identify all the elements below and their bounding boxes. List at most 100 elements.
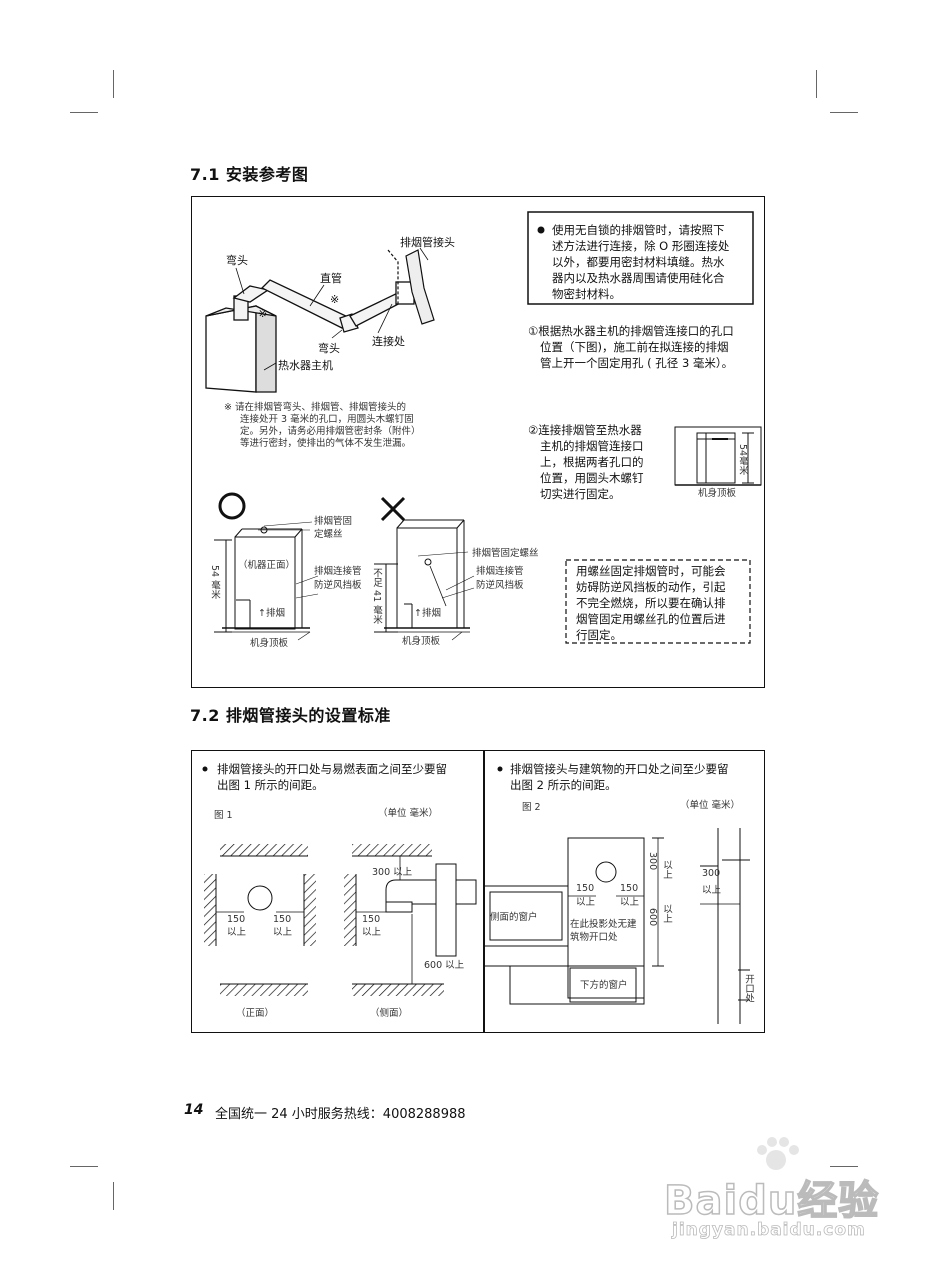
step2-line: 主机的排烟管连接口 (540, 439, 644, 453)
fig2-above: 以上 (702, 885, 722, 896)
crop-mark (830, 1166, 858, 1167)
label-heater-main: 热水器主机 (278, 359, 333, 372)
step2-line: 切实进行固定。 (540, 487, 621, 501)
asterisk-note-line: 定。另外，请务必用排烟管密封条（附件） (240, 426, 421, 437)
good-exhaust-label: ↑排烟 (258, 608, 285, 619)
crop-mark (816, 70, 817, 98)
fig2-above-vertical: 以上 (661, 904, 672, 923)
step1-line: 位置（下图)，施工前在拟连接的排烟 (540, 340, 729, 354)
asterisk-note-line: ※ 请在排烟管弯头、排烟管、排烟管接头的 (224, 402, 406, 413)
notice-box-line: 以外，都要用密封材料填缝。热水 (552, 255, 725, 269)
notice-box-border (527, 211, 754, 305)
warn-box-line: 行固定。 (576, 628, 622, 642)
asterisk-note-line: 等进行密封，使排出的气体不发生泄漏。 (240, 438, 412, 449)
hotline: 全国统一 24 小时服务热线：4008288988 (215, 1107, 466, 1122)
label-straight-pipe: 直管 (320, 272, 342, 285)
step2-line: ②连接排烟管至热水器 (528, 423, 642, 437)
good-front-label: （机器正面） (238, 560, 296, 571)
mark-asterisk: ※ (258, 307, 268, 320)
heater-unit (205, 304, 277, 393)
mark-asterisk: ※ (330, 293, 340, 306)
bad-dimension: 不足 41 毫米 (371, 568, 382, 625)
step2-line: 上，根据两者孔口的 (540, 455, 644, 469)
good-screw-label: 排烟管固 (314, 516, 353, 527)
fig2-caption: 图 2 (522, 802, 541, 813)
notice-box-line: 述方法进行连接，除 O 形圈连接处 (552, 239, 730, 253)
fig2-d300: 300 (702, 868, 721, 879)
step1-line: 管上开一个固定用孔 ( 孔径 3 毫米）。 (540, 356, 734, 370)
label-elbow-top: 弯头 (226, 254, 248, 267)
fig1-side-view (344, 844, 477, 996)
fig2-d600-vertical: 600 (647, 908, 658, 927)
fig2-side-window: 侧面的窗户 (490, 912, 538, 923)
fig2-no-opening: 在此投影处无建 (570, 919, 637, 930)
small-fig-base-label: 机身顶板 (698, 488, 737, 499)
warn-box-line: 用螺丝固定排烟管时，可能会 (576, 564, 726, 578)
s72-right-bullet: 排烟管接头与建筑物的开口处之间至少要留 (510, 762, 729, 776)
fig2-d150-left: 150 (576, 883, 595, 894)
fig2-above-right: 以上 (620, 897, 640, 908)
fig1-caption: 图 1 (214, 810, 233, 821)
fig1-above-left: 以上 (227, 927, 247, 938)
fig2-building-elevation (483, 828, 750, 1024)
correct-mount-figure (214, 492, 319, 641)
step2-line: 位置，用圆头木螺钉 (540, 471, 644, 485)
good-dimension: 54 毫米 (209, 565, 220, 600)
notice-box-line: 物密封材料。 (552, 287, 621, 301)
bad-exhaust-label: ↑排烟 (414, 608, 441, 619)
fig1-d300: 300 以上 (372, 867, 413, 878)
flue-pipes (232, 279, 415, 333)
paw-logo-icon (740, 1136, 810, 1176)
good-base-label: 机身顶板 (250, 638, 289, 649)
fig2-unit: （单位 毫米） (680, 800, 741, 811)
watermark-url: jingyan.baidu.com (672, 1220, 866, 1241)
fig1-side-caption: （侧面） (370, 1008, 409, 1019)
fig2-above-vertical: 以上 (661, 860, 672, 879)
page-number: 14 (184, 1102, 204, 1118)
fig2-d300-vertical: 300 (647, 852, 658, 871)
fig1-d150-right: 150 (273, 914, 292, 925)
warn-box-line: 妨碍防逆风挡板的动作，引起 (576, 580, 726, 594)
step1-line: ①根据热水器主机的排烟管连接口的孔口 (528, 324, 734, 338)
warn-box-line: 烟管固定用螺丝孔的位置后进 (576, 612, 726, 626)
good-baffle-label: 防逆风挡板 (314, 580, 362, 591)
bad-base-label: 机身顶板 (402, 636, 441, 647)
fig1-unit: （单位 毫米） (378, 808, 439, 819)
watermark-brand: Baidu经验 (663, 1177, 880, 1225)
notice-box-line: 使用无自锁的排烟管时，请按照下 (552, 223, 725, 237)
fig2-above-left: 以上 (576, 897, 596, 908)
fig2-opening-label: 开口处 (743, 974, 754, 1003)
label-flue-connector: 排烟管接头 (400, 236, 455, 249)
notice-box-line: 器内以及热水器周围请使用硅化合 (552, 271, 725, 285)
label-elbow-bottom: 弯头 (318, 342, 340, 355)
fig1-front-view (204, 844, 316, 996)
hole-position-figure (674, 426, 762, 486)
clearance-frame (191, 750, 765, 1033)
fig1-d150-left: 150 (227, 914, 246, 925)
fig1-above-right: 以上 (273, 927, 293, 938)
incorrect-mount-figure (374, 496, 475, 641)
section-title-7-2: 7.2 排烟管接头的设置标准 (190, 706, 391, 725)
crop-mark (70, 1166, 98, 1167)
crop-mark (70, 112, 98, 113)
fig1-front-caption: （正面） (236, 1008, 275, 1019)
asterisk-note-line: 连接处开 3 毫米的孔口，用圆头木螺钉固 (240, 414, 414, 425)
label-joint: 连接处 (372, 335, 405, 348)
section-title-7-1: 7.1 安装参考图 (190, 165, 309, 184)
bad-conn-label: 排烟连接管 (476, 566, 524, 577)
fig1-d600: 600 以上 (424, 960, 465, 971)
fig2-no-opening: 筑物开口处 (570, 932, 618, 943)
crop-mark (113, 1182, 114, 1210)
fig2-below-window: 下方的窗户 (580, 980, 628, 991)
warning-box-border (565, 559, 751, 644)
small-fig-dimension: 54毫米 (737, 444, 748, 476)
bad-screw-label: 排烟管固定螺丝 (472, 548, 539, 559)
installation-diagram-frame (191, 196, 765, 688)
s72-right-bullet: 出图 2 所示的间距。 (510, 778, 617, 792)
bad-baffle-label: 防逆风挡板 (476, 580, 524, 591)
good-screw-label: 定螺丝 (314, 529, 343, 540)
warn-box-line: 不完全燃烧，所以要在确认排 (576, 596, 726, 610)
